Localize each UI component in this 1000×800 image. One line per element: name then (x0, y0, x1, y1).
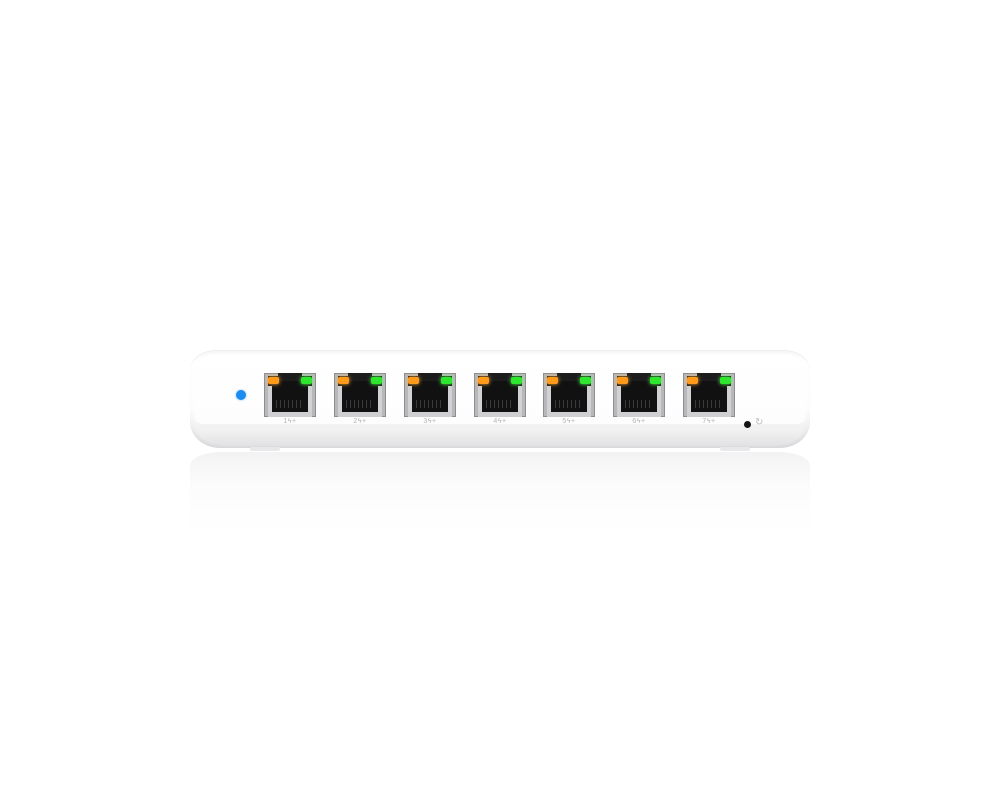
port-4-green-led (511, 377, 522, 384)
ethernet-port-3 (404, 373, 456, 417)
status-led (236, 390, 246, 400)
port-6-green-led (650, 377, 661, 384)
ethernet-port-5 (543, 373, 595, 417)
device-reflection (190, 452, 810, 532)
port-5-green-led (580, 377, 591, 384)
ethernet-port-6 (613, 373, 665, 417)
ethernet-port-1 (264, 373, 316, 417)
reset-icon: ↻ (755, 417, 764, 428)
port-label: 1ϟ+ (283, 418, 297, 425)
reset-button-hole (744, 421, 751, 428)
port-label: 3ϟ+ (423, 418, 437, 425)
port-5-amber-led (547, 377, 558, 384)
ethernet-port-2 (334, 373, 386, 417)
left-foot (250, 447, 280, 451)
port-3-green-led (441, 377, 452, 384)
port-7-amber-led (687, 377, 698, 384)
right-foot (720, 447, 750, 451)
port-3-amber-led (408, 377, 419, 384)
port-label: 5ϟ+ (562, 418, 576, 425)
port-label: 6ϟ+ (632, 418, 646, 425)
port-2-amber-led (338, 377, 349, 384)
ethernet-port-7 (683, 373, 735, 417)
ethernet-port-4 (474, 373, 526, 417)
port-4-amber-led (478, 377, 489, 384)
port-1-amber-led (268, 377, 279, 384)
port-2-green-led (371, 377, 382, 384)
port-label: 4ϟ+ (493, 418, 507, 425)
port-label: 7ϟ+ (702, 418, 716, 425)
port-7-green-led (720, 377, 731, 384)
port-6-amber-led (617, 377, 628, 384)
port-label: 2ϟ+ (353, 418, 367, 425)
switch-base (198, 428, 802, 446)
port-1-green-led (301, 377, 312, 384)
